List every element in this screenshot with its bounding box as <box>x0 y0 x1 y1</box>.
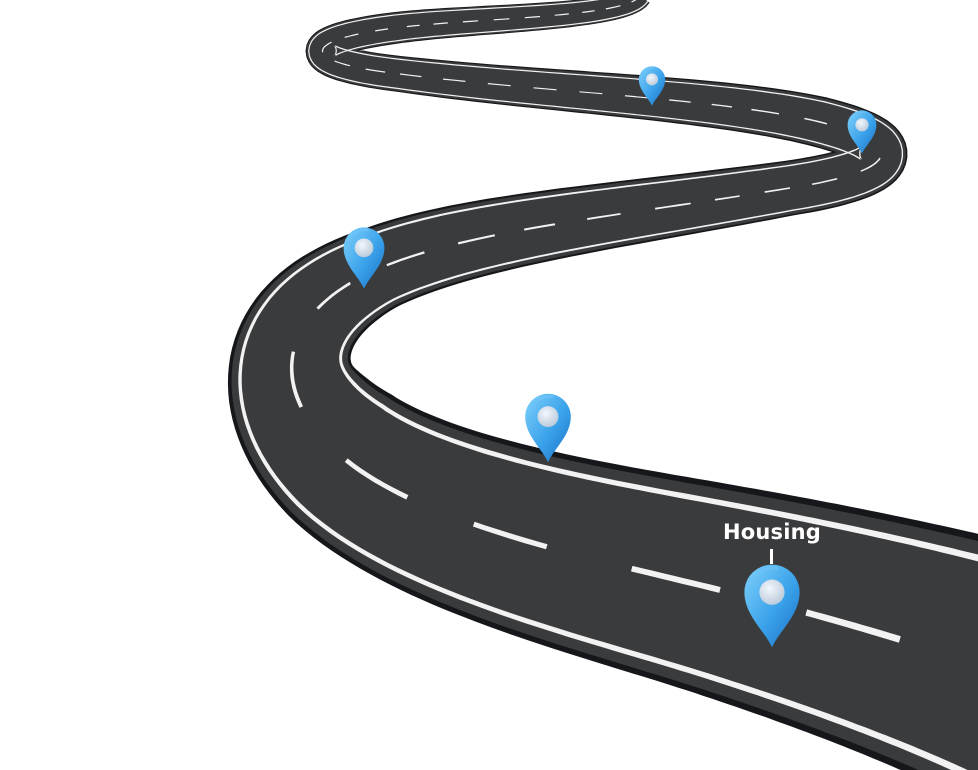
road-dash <box>764 187 791 193</box>
milestone-label-housing: Housing <box>722 520 822 544</box>
road-dash <box>344 33 359 38</box>
road-dash <box>624 95 648 99</box>
milestone-tick <box>770 549 773 564</box>
road-dash <box>860 157 881 172</box>
road-dash <box>655 202 691 210</box>
road-dash <box>804 117 828 125</box>
road-dash <box>631 565 721 593</box>
road-dash <box>365 68 386 73</box>
road-dash <box>533 87 557 91</box>
road-dash <box>433 22 448 25</box>
road-dash <box>406 24 420 28</box>
road-dash <box>487 83 511 87</box>
road-dash <box>587 213 621 220</box>
road-dash <box>751 108 780 115</box>
road-dash <box>493 18 510 21</box>
road-dash <box>375 28 389 32</box>
road-dash <box>524 15 540 19</box>
road-dash <box>669 99 691 103</box>
road-dash <box>386 251 425 267</box>
map-pin-icon <box>744 564 800 648</box>
road-dash <box>631 0 637 3</box>
road-dash <box>524 223 556 231</box>
road-dash <box>344 458 409 500</box>
road-dash <box>605 5 621 10</box>
map-pin-icon <box>638 66 666 106</box>
road-dash <box>812 178 838 185</box>
road-dash <box>711 103 732 108</box>
road-dash <box>316 281 351 310</box>
road-dash <box>554 13 569 16</box>
road-dash <box>805 609 901 643</box>
road-dash <box>321 41 332 53</box>
road-center-dashes <box>289 0 901 643</box>
map-pin-icon <box>525 393 571 463</box>
map-pin-icon <box>343 227 385 289</box>
road-dash <box>579 91 603 95</box>
road-dash <box>289 351 303 408</box>
road-dash <box>334 60 351 67</box>
road-dash <box>457 234 495 245</box>
road-dash <box>399 73 422 78</box>
road-dash <box>443 78 466 82</box>
road-dash <box>462 20 479 23</box>
map-pin-icon <box>847 110 877 154</box>
road-dash <box>472 521 548 550</box>
road-dash <box>582 10 595 13</box>
road-dash <box>714 195 740 201</box>
